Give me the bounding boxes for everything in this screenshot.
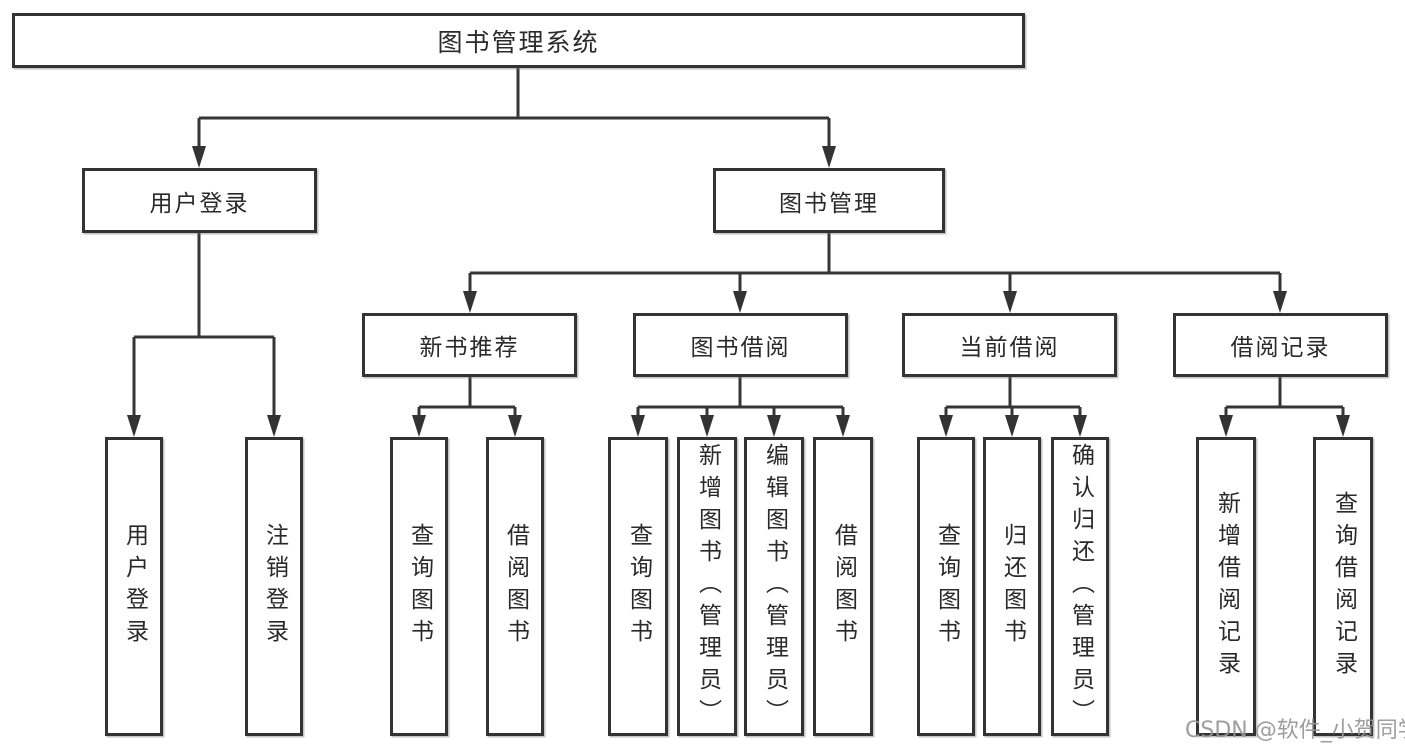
leaf-label: 注销登录	[261, 522, 288, 651]
leaf-add-borrow-record: 新增借阅记录	[1196, 437, 1256, 736]
node-label: 用户登录	[149, 190, 250, 217]
node-library-management-system: 图书管理系统	[12, 13, 1025, 68]
node-label: 借阅记录	[1230, 335, 1331, 361]
leaf-query-books-recommend: 查询图书	[390, 437, 448, 736]
leaf-logout: 注销登录	[245, 437, 303, 736]
leaf-label: 查询图书	[933, 522, 960, 651]
leaf-label: 借阅图书	[830, 522, 857, 651]
leaf-label: 查询图书	[406, 522, 433, 651]
leaf-edit-books-admin: 编辑图书（管理员）	[744, 437, 804, 736]
leaf-borrow-books-recommend: 借阅图书	[486, 437, 544, 736]
leaf-label: 借阅图书	[502, 522, 529, 651]
csdn-watermark: CSDN @软件_小贺同学	[1185, 718, 1405, 743]
node-label: 图书借阅	[690, 335, 791, 361]
node-book-borrowing: 图书借阅	[633, 313, 848, 377]
node-label: 新书推荐	[419, 335, 520, 361]
node-current-borrowing: 当前借阅	[902, 313, 1117, 377]
arrowheads	[127, 146, 1350, 437]
leaf-label: 新增借阅记录	[1213, 490, 1240, 683]
leaf-add-books-admin: 新增图书（管理员）	[677, 437, 737, 736]
connector-paths	[132, 68, 1345, 416]
node-label: 图书管理	[779, 190, 879, 217]
leaf-label: 查询图书	[625, 522, 652, 651]
leaf-label: 用户登录	[121, 522, 148, 651]
leaf-return-books: 归还图书	[983, 437, 1041, 736]
leaf-confirm-return-admin: 确认归还（管理员）	[1051, 437, 1109, 736]
node-book-management: 图书管理	[713, 168, 945, 233]
leaf-label: 新增图书（管理员）	[694, 442, 721, 731]
leaf-query-books-borrowing: 查询图书	[608, 437, 668, 736]
leaf-user-login: 用户登录	[105, 437, 163, 736]
node-label: 当前借阅	[959, 335, 1060, 361]
leaf-label: 查询借阅记录	[1330, 490, 1357, 683]
node-new-book-recommendation: 新书推荐	[362, 313, 577, 377]
leaf-label: 确认归还（管理员）	[1067, 442, 1094, 731]
node-user-login: 用户登录	[82, 168, 317, 233]
node-label: 图书管理系统	[437, 27, 600, 57]
leaf-label: 归还图书	[999, 522, 1026, 651]
node-borrowing-records: 借阅记录	[1173, 313, 1388, 377]
leaf-query-books-current: 查询图书	[917, 437, 975, 736]
leaf-borrow-books: 借阅图书	[813, 437, 873, 736]
leaf-query-borrow-record: 查询借阅记录	[1313, 437, 1373, 736]
leaf-label: 编辑图书（管理员）	[761, 442, 788, 731]
